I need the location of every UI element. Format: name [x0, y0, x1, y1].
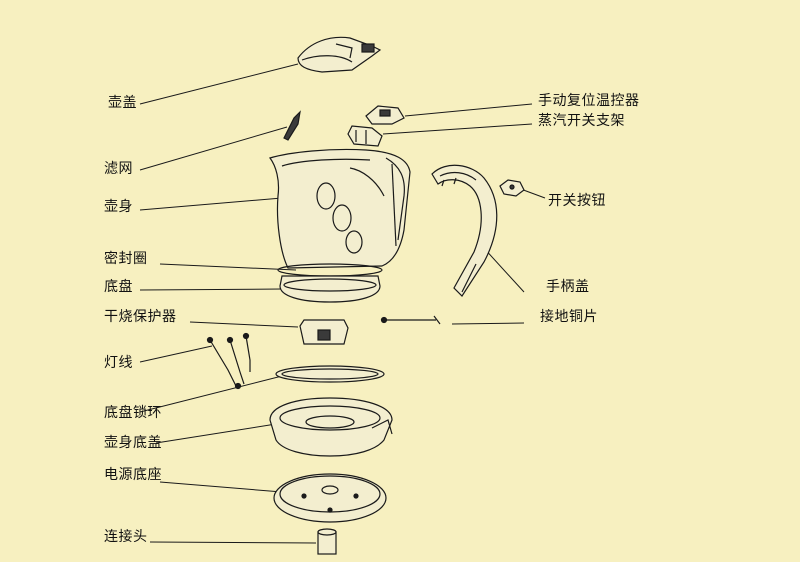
leader-power-base [159, 481, 283, 493]
dry-protector-part [299, 319, 349, 345]
steam-bracket-part [347, 125, 383, 147]
power-base-part [273, 473, 387, 523]
leader-dry-protector [189, 321, 299, 328]
leader-body [139, 197, 283, 211]
ground-plate-part [380, 315, 441, 325]
lid-part [297, 36, 382, 73]
leader-lock-ring [139, 374, 287, 413]
lock-ring-part [275, 365, 385, 383]
handle-cover-part [431, 164, 498, 297]
parts [206, 36, 525, 555]
leader-handle-cover [481, 245, 525, 293]
label-lid: 壶盖 [108, 95, 137, 111]
label-power-base: 电源底座 [104, 467, 162, 483]
leader-bottom-cover [155, 423, 277, 444]
leader-base-plate [139, 288, 283, 291]
label-dry-protector: 干烧保护器 [104, 309, 177, 325]
leader-lamp-wire [139, 345, 213, 363]
bottom-cover-part [269, 397, 393, 457]
label-seal-ring: 密封圈 [104, 251, 148, 267]
label-thermostat: 手动复位温控器 [538, 93, 640, 109]
leader-lid [139, 63, 299, 105]
leader-seal [159, 263, 297, 271]
label-lamp-wire: 灯线 [104, 355, 133, 371]
switch-button-part [499, 179, 525, 197]
connector-part [317, 528, 337, 555]
label-filter: 滤网 [104, 161, 133, 177]
leader-steam-bracket [382, 123, 533, 135]
label-bottom-cover: 壶身底盖 [104, 435, 162, 451]
leader-thermostat [404, 103, 533, 117]
thermostat-part [365, 105, 405, 125]
leader-lines [139, 63, 546, 544]
leader-filter [139, 126, 288, 171]
leader-connector [149, 541, 317, 544]
leader-ground-plate [451, 322, 525, 325]
label-body: 壶身 [104, 199, 133, 215]
lamp-wire-part [206, 332, 251, 390]
label-handle-cover: 手柄盖 [546, 279, 590, 295]
label-ground-plate: 接地铜片 [540, 309, 598, 325]
label-switch-button: 开关按钮 [548, 193, 606, 209]
label-connector: 连接头 [104, 529, 148, 545]
base-plate-part [279, 275, 381, 303]
label-lock-ring: 底盘锁环 [104, 405, 162, 421]
filter-part [283, 110, 301, 141]
label-steam-bracket: 蒸汽开关支架 [538, 113, 625, 129]
label-base-plate: 底盘 [104, 279, 133, 295]
kettle-body-part [269, 148, 411, 269]
